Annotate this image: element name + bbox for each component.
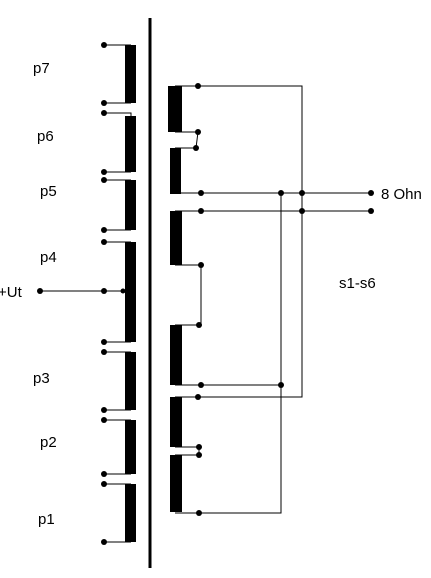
terminal-dot bbox=[101, 100, 107, 106]
primary-coil-bar bbox=[125, 420, 136, 474]
primary-winding-p3 bbox=[101, 349, 136, 413]
primary-coil-bar bbox=[125, 116, 136, 172]
primary-coil-bar bbox=[125, 242, 136, 342]
label-p7: p7 bbox=[33, 60, 50, 77]
center-tap-dot bbox=[120, 288, 126, 294]
supply-terminal-dot bbox=[37, 288, 43, 294]
primary-winding-p4 bbox=[101, 239, 136, 345]
secondary-wiring bbox=[195, 85, 374, 514]
terminal-dot bbox=[101, 169, 107, 175]
terminal-dot bbox=[101, 349, 107, 355]
secondary-winding-s3 bbox=[170, 208, 204, 268]
primary-winding-p7 bbox=[101, 42, 136, 106]
terminal-dot bbox=[101, 42, 107, 48]
primary-winding-p5 bbox=[101, 177, 136, 233]
label-p3: p3 bbox=[33, 370, 50, 387]
terminal-dot bbox=[101, 407, 107, 413]
secondary-coil-bar bbox=[170, 325, 182, 385]
terminal-dot bbox=[101, 539, 107, 545]
label-p5: p5 bbox=[40, 183, 57, 200]
terminal-dot bbox=[101, 481, 107, 487]
terminal-dot bbox=[101, 339, 107, 345]
primary-coil-bar bbox=[125, 484, 136, 542]
secondary-winding-s2 bbox=[170, 145, 204, 196]
junction-dot bbox=[299, 208, 305, 214]
secondary-coil-bar bbox=[170, 211, 182, 265]
output-terminal-dot bbox=[368, 190, 374, 196]
terminal-dot bbox=[101, 417, 107, 423]
secondary-winding-s6 bbox=[170, 452, 202, 516]
label-p2: p2 bbox=[40, 434, 57, 451]
label-p6: p6 bbox=[37, 128, 54, 145]
secondary-winding-s5 bbox=[170, 394, 202, 450]
secondary-label: s1-s6 bbox=[339, 275, 376, 292]
primary-coil-bar bbox=[125, 45, 136, 103]
label-p4: p4 bbox=[40, 249, 57, 266]
secondary-coil-bar bbox=[170, 397, 182, 447]
primary-coil-bar bbox=[125, 180, 136, 230]
terminal-dot bbox=[101, 227, 107, 233]
secondary-winding-s4 bbox=[170, 322, 204, 388]
junction-dot bbox=[278, 190, 284, 196]
secondary-coil-bar bbox=[168, 86, 182, 132]
label-p1: p1 bbox=[38, 511, 55, 528]
terminal-dot bbox=[101, 471, 107, 477]
supply-lead bbox=[37, 288, 126, 294]
secondary-coil-bar bbox=[170, 455, 182, 512]
secondary-winding-s1 bbox=[168, 83, 201, 135]
terminal-dot bbox=[101, 239, 107, 245]
secondary-coil-bar bbox=[170, 148, 181, 194]
output-label: 8 Ohn bbox=[381, 186, 422, 203]
junction-dot bbox=[278, 382, 284, 388]
terminal-dot bbox=[101, 177, 107, 183]
terminal-dot bbox=[101, 110, 107, 116]
primary-coil-bar bbox=[125, 352, 136, 410]
primary-winding-p2 bbox=[101, 417, 136, 477]
primary-winding-p1 bbox=[101, 481, 136, 545]
supply-label: +Ut bbox=[0, 284, 23, 301]
primary-winding-p6 bbox=[101, 110, 136, 175]
output-terminal-dot bbox=[368, 208, 374, 214]
junction-dot bbox=[299, 190, 305, 196]
center-tap-dot bbox=[101, 288, 107, 294]
